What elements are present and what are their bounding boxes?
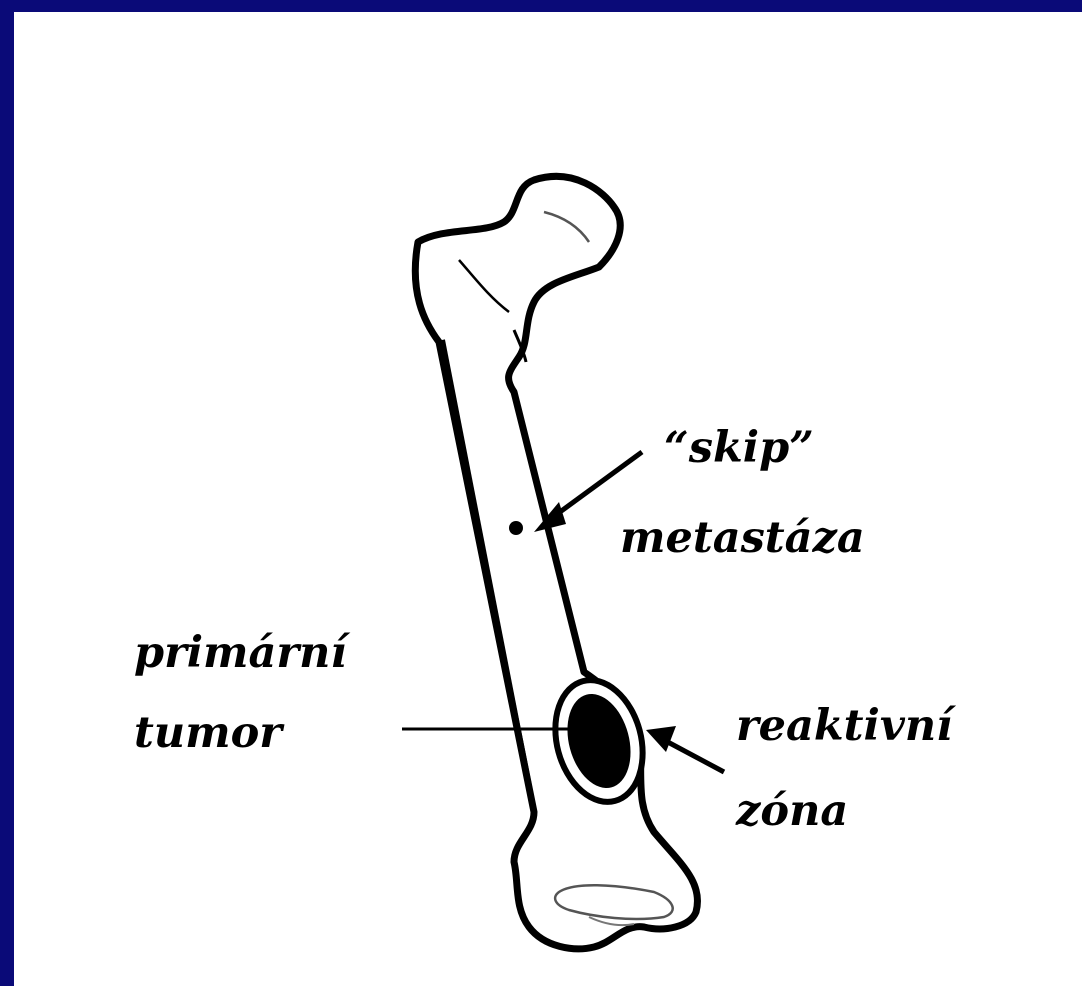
- skip-arrow-line: [549, 452, 642, 520]
- reactive-label-line1: reaktivní: [736, 705, 952, 748]
- diagram-panel: “skip” metastáza primární tumor reaktivn…: [14, 12, 1082, 986]
- reactive-arrow-head: [646, 726, 676, 752]
- skip-label-line1: “skip”: [664, 427, 814, 470]
- reactive-arrow-line: [664, 740, 724, 772]
- skip-metastasis-dot: [509, 521, 523, 535]
- femur-diagram: [14, 12, 1082, 986]
- primary-label-line2: tumor: [134, 712, 282, 755]
- primary-label-line1: primární: [134, 632, 347, 675]
- reactive-label-line2: zóna: [736, 790, 848, 833]
- skip-label-line2: metastáza: [620, 517, 865, 560]
